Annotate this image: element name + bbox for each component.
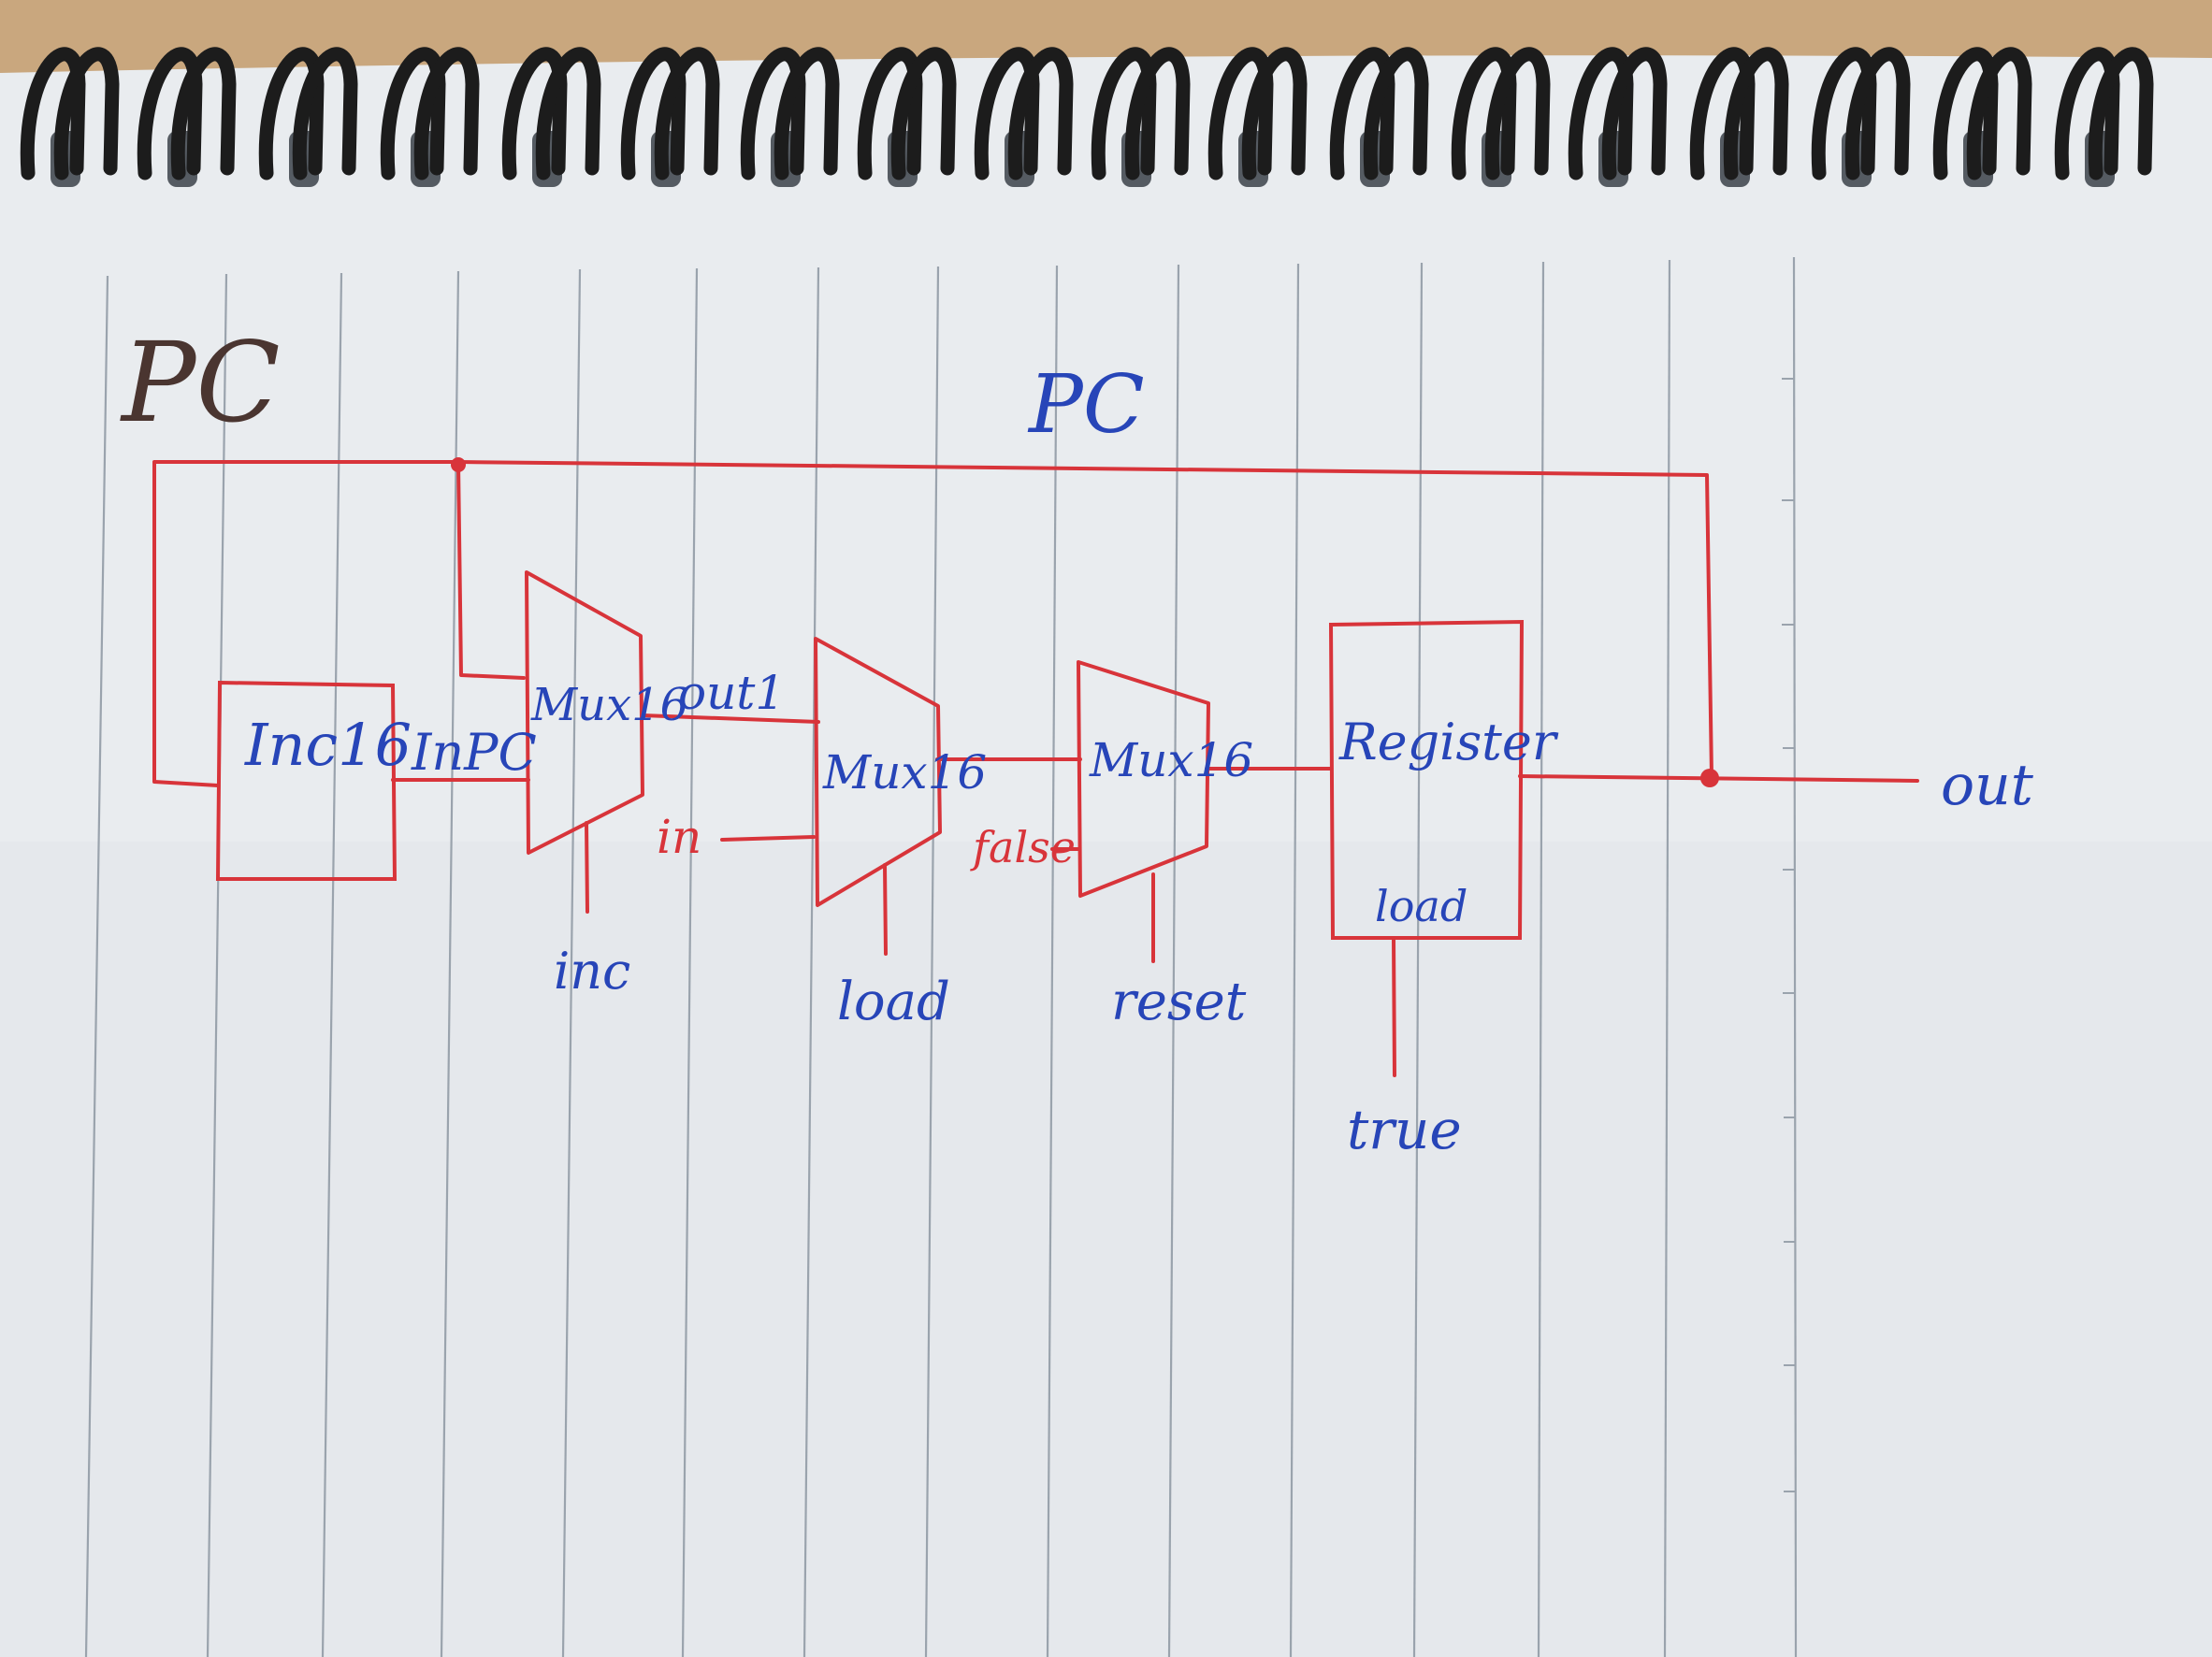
junction-dot-out: [1700, 769, 1719, 787]
spiral-coil: [1329, 47, 1429, 187]
spiral-coil: [501, 47, 601, 187]
spiral-coil: [974, 47, 1074, 187]
inc-select-wire: [585, 821, 589, 914]
register-load-wire: [1392, 936, 1396, 1077]
feedback-bus-wire: [456, 460, 1713, 778]
spiral-coil: [1207, 47, 1308, 187]
mux16-2-block: [814, 637, 942, 907]
spiral-binding: [20, 47, 2154, 187]
notebook-page: [0, 55, 2212, 1657]
spiral-coil: [857, 47, 957, 187]
load-select-wire: [883, 863, 888, 956]
inc-label: inc: [554, 942, 630, 1001]
spiral-coil: [740, 47, 840, 187]
spiral-coil: [2054, 47, 2154, 187]
margin-ticks: [1782, 378, 1796, 1492]
mux16-1-label: Mux16: [530, 679, 688, 731]
junction-dot-feedback: [451, 457, 466, 472]
mux16-3-block: [1077, 660, 1210, 898]
register-block: [1328, 619, 1525, 940]
page-title: PC: [120, 318, 281, 447]
diagram-title: PC: [1027, 358, 1145, 452]
feedback-to-inc-wire: [152, 460, 460, 787]
spiral-coil: [137, 47, 237, 187]
spiral-coil: [20, 47, 120, 187]
spiral-coil: [1811, 47, 1911, 187]
circuit-wires: [152, 460, 1919, 1077]
spiral-coil: [380, 47, 480, 187]
out1-label: out1: [678, 666, 785, 720]
false-label: false: [970, 822, 1076, 872]
true-label: true: [1347, 1098, 1462, 1161]
spiral-coil: [620, 47, 720, 187]
reset-label: reset: [1111, 972, 1247, 1032]
spiral-coil: [1568, 47, 1668, 187]
inc16-label: Inc16: [244, 711, 412, 779]
page-ruling-lines: [84, 256, 1798, 1657]
mux16-1-block: [525, 570, 644, 855]
spiral-coil: [1091, 47, 1191, 187]
out-label: out: [1941, 753, 2034, 818]
register-label: Register: [1338, 713, 1559, 771]
mux16-2-label: Mux16: [822, 745, 987, 800]
spiral-coil: [1451, 47, 1551, 187]
feedback-to-mux1-wire: [456, 460, 526, 680]
load-label-mux2: load: [837, 972, 950, 1032]
spiral-coil: [1932, 47, 2032, 187]
spiral-coil: [1689, 47, 1789, 187]
in-label: in: [657, 810, 701, 864]
in-wire: [720, 835, 816, 842]
out1-wire: [641, 713, 820, 724]
mux16-3-label: Mux16: [1089, 733, 1253, 787]
register-load-label: load: [1375, 881, 1467, 931]
inpc-label: InPC: [411, 723, 537, 782]
inc16-block: [215, 680, 398, 881]
spiral-coil: [258, 47, 358, 187]
